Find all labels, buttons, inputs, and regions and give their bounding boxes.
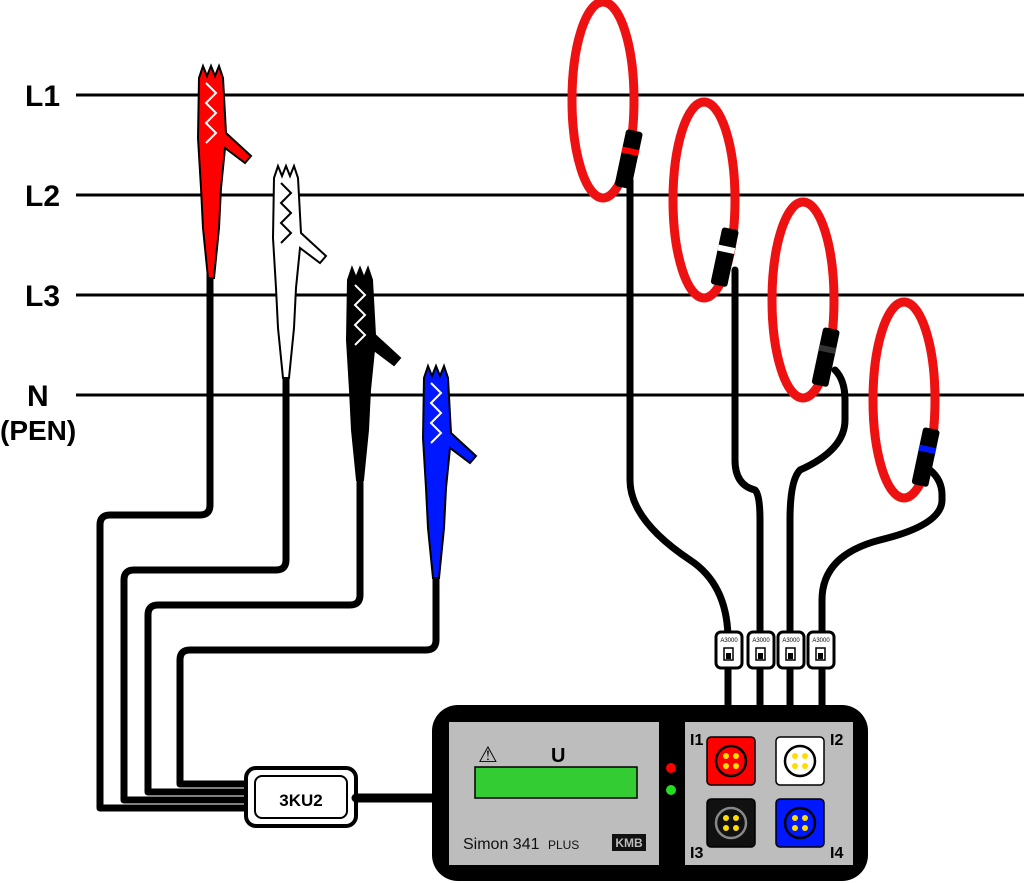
port-label-i4: I4: [830, 845, 843, 862]
sensor-tag-3: A3000: [776, 630, 806, 670]
coil-connector-1: [614, 129, 643, 189]
model-name: Simon 341: [463, 836, 540, 853]
sensor-tag-2: A3000: [746, 630, 776, 670]
label-n: N: [27, 380, 49, 413]
model-suffix: PLUS: [548, 838, 579, 852]
port-label-i2: I2: [830, 732, 843, 749]
led-green: [666, 785, 676, 795]
sensor-tag-1: A3000: [714, 630, 744, 670]
clip-black: [346, 267, 401, 481]
label-l1: L1: [25, 80, 60, 113]
coils: [567, 0, 940, 503]
cable-red: [96, 265, 248, 812]
clip-black-teeth: [353, 284, 367, 346]
clip-blue-body: [422, 365, 477, 579]
clip-red-body: [197, 65, 252, 279]
coil-connector-4: [911, 427, 940, 487]
clip-red: [197, 65, 252, 279]
current-cables: [626, 176, 946, 804]
port-i4[interactable]: [775, 798, 825, 848]
sensor-tags: A3000 A3000 A3000 A3000: [714, 630, 836, 670]
power-lines: [76, 93, 1024, 397]
voltage-cables: [96, 265, 440, 812]
model-label: Simon 341 PLUS: [463, 836, 579, 853]
led-red: [666, 763, 676, 773]
warning-icon: ⚠: [478, 743, 498, 768]
brand-label: KMB: [615, 836, 643, 850]
coil-l2: [668, 97, 740, 303]
clip-blue: [422, 365, 477, 579]
coil-connector-2: [710, 227, 739, 287]
cable-coil-3: [786, 366, 849, 744]
label-pen: (PEN): [0, 415, 76, 446]
cable-coil-1: [626, 176, 732, 724]
coil-connectors: [614, 129, 940, 487]
sensor-tag-label-3: A3000: [782, 638, 800, 644]
clip-white: [272, 165, 327, 379]
clip-white-body: [272, 165, 327, 379]
brand-logo: KMB: [612, 834, 646, 851]
port-i1[interactable]: [706, 736, 756, 786]
sensor-tag-label-1: A3000: [720, 638, 738, 644]
coil-l1: [567, 0, 639, 203]
coil-l3: [767, 197, 839, 403]
label-l3: L3: [25, 280, 60, 313]
clip-white-teeth: [279, 182, 293, 244]
sensor-tag-label-4: A3000: [812, 638, 830, 644]
port-label-i1: I1: [690, 732, 703, 749]
cable-coil-4: [818, 466, 946, 794]
device: ⚠ U Simon 341 PLUS KMB I1 I2 I3 I4: [432, 705, 868, 881]
device-display: [474, 766, 638, 799]
cable-black: [144, 470, 364, 796]
sensor-tag-4: A3000: [806, 630, 836, 670]
coil-n: [868, 297, 940, 503]
cable-blue: [176, 570, 440, 788]
port-i3[interactable]: [706, 798, 756, 848]
cable-coil-2: [731, 266, 764, 804]
cable-white: [120, 368, 290, 804]
sensor-tag-label-2: A3000: [752, 638, 770, 644]
voltage-label: U: [551, 745, 565, 767]
adapter-label: 3KU2: [279, 791, 322, 810]
adapter: 3KU2: [244, 766, 358, 828]
label-l2: L2: [25, 180, 60, 213]
port-label-i3: I3: [690, 845, 703, 862]
clip-red-teeth: [204, 82, 218, 144]
coil-connector-3: [811, 327, 840, 387]
clip-blue-teeth: [429, 382, 443, 444]
port-i2[interactable]: [775, 736, 825, 786]
clip-black-body: [346, 267, 401, 481]
